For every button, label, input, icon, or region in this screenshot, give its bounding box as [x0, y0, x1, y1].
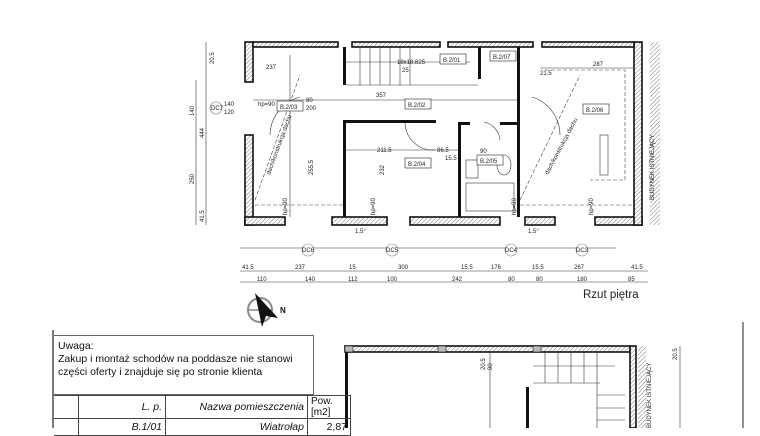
- dimension-label: 444: [200, 127, 206, 138]
- dimension-label: 90: [488, 363, 494, 370]
- room-table: L. p. Nazwa pomieszczenia Pow. [m2] B.1/…: [54, 395, 351, 436]
- table-header-row: L. p. Nazwa pomieszczenia Pow. [m2]: [54, 395, 351, 419]
- dimension-label: 112: [348, 277, 358, 283]
- dimension-label: 1.5°: [355, 229, 366, 235]
- room-label-b202: B.2/02: [408, 103, 426, 109]
- dimension-label: 357: [376, 93, 387, 99]
- dimension-label: 15.5: [461, 265, 473, 271]
- dimension-label: 20.5: [210, 52, 216, 64]
- dimension-label: 80: [306, 98, 313, 104]
- note-line-1: Zakup i montaż schodów na poddasze nie s…: [58, 353, 293, 365]
- hp-label-3: hp=90: [512, 197, 518, 215]
- dimension-label: 15.5: [445, 156, 457, 162]
- table-row: B.1/01 Wiatrołap 2,87: [54, 418, 351, 436]
- dimension-label: DC5: [386, 248, 399, 254]
- dimension-label: 18x18.825: [397, 60, 426, 66]
- dimension-label: DC6: [302, 248, 315, 254]
- room-label-b205: B.2/05: [480, 159, 498, 165]
- note-box: Uwaga: Zakup i montaż schodów na poddasz…: [54, 335, 314, 395]
- dimension-label: 25: [402, 68, 409, 74]
- dimension-label: 21.5: [540, 71, 552, 77]
- dimension-label: 300: [398, 265, 409, 271]
- hp-label-2: hp=90: [371, 197, 377, 215]
- room-label-b203: B.2/03: [280, 105, 298, 111]
- dimension-label: 41.5: [631, 265, 643, 271]
- dimension-label: 237: [295, 265, 306, 271]
- dimension-label: 140: [224, 102, 235, 108]
- cell-area: 2,87: [307, 418, 351, 436]
- dimension-label: 250: [190, 173, 196, 184]
- dimension-label: 255.5: [309, 159, 315, 175]
- dimension-label: 180: [577, 277, 588, 283]
- drawing-title: Rzut piętra: [583, 289, 639, 301]
- dimension-label: 110: [257, 277, 267, 283]
- existing-building-label-lower: BUDYNEK ISTNIEJĄCY: [647, 363, 653, 428]
- dimension-label: 15.5: [532, 265, 544, 271]
- room-label-b201: B.2/01: [443, 58, 461, 64]
- header-area: Pow. [m2]: [307, 395, 351, 419]
- dimension-label: 15: [349, 265, 356, 271]
- dimension-label: 1.5°: [528, 229, 539, 235]
- room-label-b204: B.2/04: [408, 162, 426, 168]
- dimension-label: 211.5: [377, 148, 392, 154]
- dimension-label: 90: [480, 149, 487, 155]
- dimension-label: 200: [306, 106, 317, 112]
- dimension-label: 80: [536, 277, 543, 283]
- dimension-label: 100: [387, 277, 398, 283]
- dimension-label: 176: [491, 265, 502, 271]
- existing-building-label: BUDYNEK ISTNIEJĄCY: [650, 135, 656, 200]
- upper-plan: [244, 41, 660, 226]
- dimension-label: DC3: [576, 248, 589, 254]
- dimension-label: 232: [380, 164, 386, 175]
- dimension-label: 20.5: [481, 358, 487, 370]
- dimension-label: 41.5: [200, 210, 206, 222]
- hp-label-4: hp=90: [589, 197, 595, 215]
- dimension-label: 120: [224, 110, 235, 116]
- dimension-label: 242: [452, 277, 463, 283]
- bottom-dimensions: 41.5 237 15 300 15.5 176 15.5 267 41.5 1…: [240, 265, 648, 283]
- north-arrow-icon: N: [247, 293, 286, 327]
- room-labels: B.2/03 B.2/02 B.2/01 B.2/07 B.2/04 B.2/0…: [258, 50, 656, 215]
- dimension-label: 140: [305, 277, 316, 283]
- room-label-b207: B.2/07: [493, 55, 511, 61]
- cell-room-name: Wiatrołap: [165, 418, 308, 436]
- note-line-2: części oferty i znajduje się po stronie …: [58, 366, 263, 378]
- interior-dimensions: 237 357 18x18.825 25 287 21.5 211.5 86.5…: [266, 60, 604, 235]
- dimension-label: N: [280, 306, 286, 315]
- window-tags-bottom: DC6 DC5 DC4 DC3: [240, 243, 616, 257]
- dimension-label: 85: [628, 277, 635, 283]
- hp-label-1: hp=90: [283, 197, 289, 215]
- dimension-label: 20.5: [673, 348, 679, 360]
- header-room-name: Nazwa pomieszczenia: [165, 395, 308, 419]
- lower-plan: 20.5 90 20.5 BUDYNEK ISTNIEJĄCY: [344, 345, 681, 428]
- note-heading: Uwaga:: [58, 340, 94, 352]
- dimension-label: DC4: [505, 248, 518, 254]
- window-sill-height: hp=90: [258, 102, 276, 108]
- dimension-label: 267: [574, 265, 585, 271]
- dimension-label: 140: [190, 105, 196, 116]
- cell-lp: B.1/01: [78, 418, 166, 436]
- roof-note-left: dach/konstrukcja dachu: [266, 114, 293, 175]
- left-dimensions: 20.5 444 41.5 140 250 DC7 140 120: [190, 42, 235, 225]
- dimension-label: 287: [593, 62, 604, 68]
- header-lp: L. p.: [78, 395, 166, 419]
- dimension-label: 80: [508, 277, 515, 283]
- window-tag-dc7: DC7: [211, 106, 224, 112]
- dimension-label: 237: [266, 65, 277, 71]
- roof-note-right: dach/konstrukcja dachu: [544, 117, 579, 175]
- dimension-label: 41.5: [242, 265, 254, 271]
- room-label-b206: B.2/06: [586, 108, 604, 114]
- dimension-label: 86.5: [437, 148, 449, 154]
